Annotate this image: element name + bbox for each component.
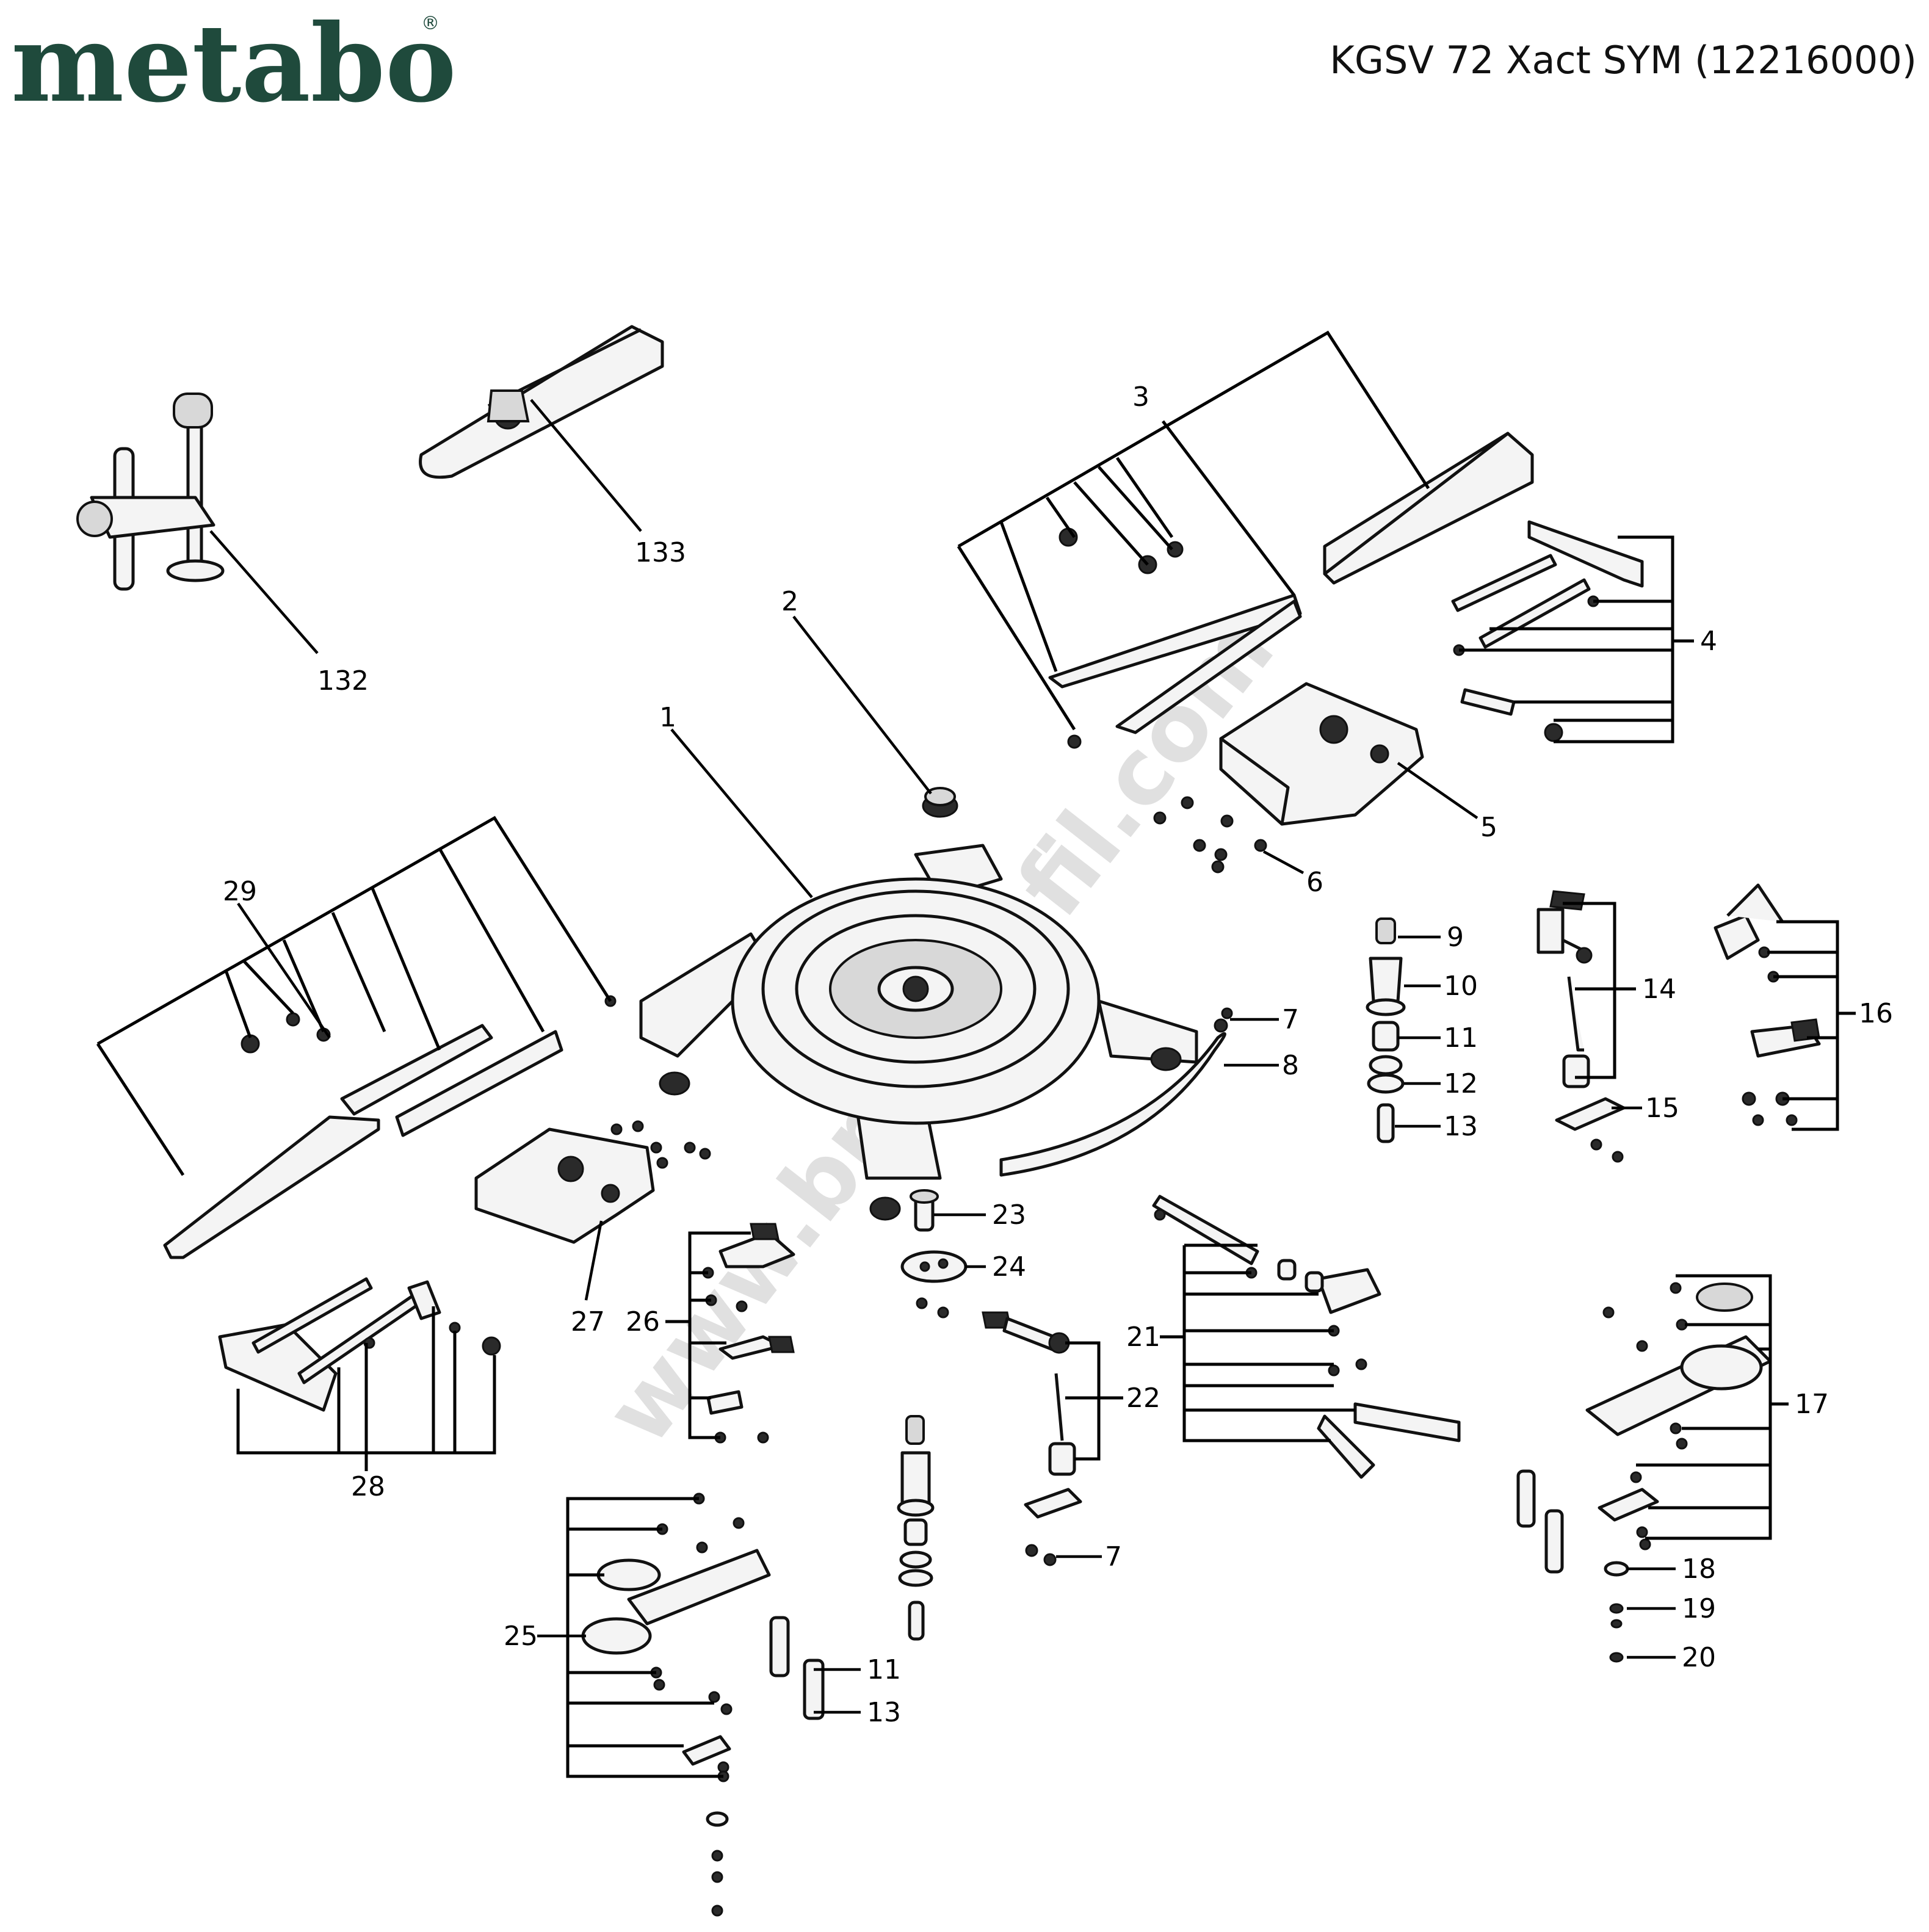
callout-132: 132: [317, 665, 369, 696]
part-centre-stack: [769, 1415, 935, 1720]
callout-23: 23: [992, 1199, 1026, 1231]
part-extension-4: [1451, 520, 1644, 742]
part-extension-28: [218, 1277, 501, 1412]
part-arc-scale-8: [999, 1007, 1233, 1177]
part-base-17: [1516, 1282, 1772, 1574]
callout-16: 16: [1859, 998, 1893, 1029]
callout-labels: 132 133 2 3 4 1 5 6 29 9 10 11 12 13 14 …: [223, 382, 1893, 1728]
callout-8: 8: [1282, 1050, 1299, 1081]
part-fence-right: [1048, 432, 1534, 749]
part-bracket-5: [1219, 682, 1424, 826]
part-linkage-21: [1152, 1195, 1461, 1479]
part-stop-rail: [419, 325, 664, 479]
callout-3: 3: [1132, 382, 1149, 413]
callout-22: 22: [1126, 1383, 1160, 1414]
callout-19: 19: [1682, 1593, 1716, 1624]
part-washers-18-20: [1604, 1561, 1629, 1663]
logo-wordmark: metabo: [11, 1, 457, 126]
part-bracket-27: [474, 1127, 655, 1244]
callout-18: 18: [1682, 1554, 1716, 1585]
callout-4: 4: [1700, 626, 1717, 657]
callout-14: 14: [1642, 974, 1676, 1005]
part-screws-6: [1153, 796, 1267, 874]
registered-mark: ®: [421, 13, 440, 34]
part-screws-scattered: [610, 1047, 1182, 1221]
callout-11: 11: [1444, 1022, 1478, 1054]
callout-11-bottom: 11: [867, 1654, 901, 1685]
part-lever-16: [1714, 883, 1821, 1126]
callout-25: 25: [504, 1621, 538, 1652]
callout-5: 5: [1480, 812, 1497, 843]
callout-9: 9: [1447, 922, 1464, 953]
part-switch-26: [702, 1223, 795, 1444]
callout-7-bottom: 7: [1105, 1541, 1122, 1572]
callout-20: 20: [1682, 1642, 1716, 1673]
assembly-brackets: [96, 330, 1856, 1778]
callout-21: 21: [1126, 1322, 1160, 1353]
callout-24: 24: [992, 1251, 1026, 1283]
callout-2: 2: [781, 586, 798, 617]
callout-28: 28: [351, 1471, 385, 1502]
part-fence-left: [163, 995, 617, 1259]
brand-logo: metabo ®: [11, 1, 457, 126]
model-title: KGSV 72 Xact SYM (12216000): [1330, 38, 1917, 82]
callout-12: 12: [1444, 1068, 1478, 1099]
part-lever-22: [982, 1311, 1082, 1566]
callout-13-bottom: 13: [867, 1697, 901, 1728]
callout-26: 26: [626, 1306, 660, 1337]
part-rotary-table: [639, 844, 1198, 1180]
callout-17: 17: [1795, 1389, 1829, 1420]
part-disc-24: [900, 1250, 968, 1319]
callout-27: 27: [571, 1306, 605, 1337]
callout-10: 10: [1444, 971, 1478, 1002]
callout-1: 1: [659, 702, 676, 733]
part-nut-2: [922, 787, 958, 818]
callout-6: 6: [1306, 867, 1323, 898]
part-stack-9-13: [1366, 917, 1406, 1143]
callout-15: 15: [1645, 1093, 1679, 1124]
callout-7-top: 7: [1282, 1004, 1299, 1035]
part-base-25: [581, 1492, 771, 1917]
part-clamp: [76, 393, 225, 591]
callout-133: 133: [635, 537, 686, 568]
leader-lines: [209, 399, 1676, 1714]
callout-13: 13: [1444, 1111, 1478, 1142]
callout-29: 29: [223, 876, 257, 907]
part-pin-23: [910, 1189, 939, 1232]
